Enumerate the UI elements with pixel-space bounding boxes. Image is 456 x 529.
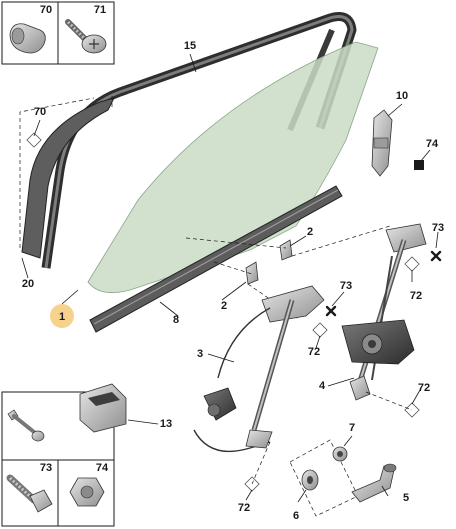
label-side-seal-fastener: 70 (34, 106, 46, 118)
nut-icon (69, 477, 105, 507)
label-rear-regulator: 4 (319, 380, 326, 392)
window-switch (79, 383, 127, 433)
label-roller: 6 (293, 510, 299, 522)
label-screw-box: 71 (94, 4, 106, 16)
waist-seal (89, 185, 343, 333)
front-window-regulator (193, 285, 325, 453)
bolt-icon (6, 474, 53, 513)
label-run-channel: 15 (184, 40, 196, 52)
fastener-box-bottom: 72 73 74 (1, 391, 115, 527)
label-rivet-rear-top: 72 (410, 290, 422, 302)
label-nut-box: 74 (96, 462, 109, 474)
label-switch: 13 (160, 418, 172, 430)
rear-window-regulator (341, 223, 427, 401)
side-seal (21, 97, 115, 259)
clip-fastener-icon (9, 23, 46, 54)
label-rivet-rear-bottom: 72 (418, 382, 430, 394)
label-guide-rail: 10 (396, 90, 408, 102)
cross-marker-icon (325, 250, 442, 317)
label-bolt-rear-top: 73 (432, 222, 444, 234)
leader-lines (21, 53, 439, 503)
label-clip-fastener-box: 70 (40, 4, 52, 16)
label-front-regulator: 3 (197, 348, 203, 360)
side-seal-dash (19, 97, 95, 248)
clip (332, 446, 348, 462)
tag-square-icon (414, 160, 424, 170)
label-rivet-bottom: 72 (238, 502, 250, 514)
crank-handle (351, 463, 397, 503)
label-bolt-front-top: 73 (340, 280, 352, 292)
rivet-icon (7, 409, 45, 442)
glass-highlight-badge (50, 304, 74, 328)
label-guide-rail-nut: 74 (426, 138, 439, 150)
screw-icon (65, 19, 107, 54)
label-waist-seal: 8 (173, 314, 179, 326)
label-bracket-upper: 2 (307, 226, 313, 238)
label-side-seal: 20 (22, 278, 34, 290)
label-glass: 1 (59, 311, 65, 323)
label-clip: 7 (349, 422, 355, 434)
roller (301, 469, 319, 491)
fastener-box-top: 70 71 (1, 1, 115, 65)
glass-bracket (245, 239, 293, 285)
label-bracket-lower: 2 (221, 300, 227, 312)
label-rivet-front-top: 72 (308, 346, 320, 358)
label-crank-handle: 5 (403, 492, 409, 504)
guide-rail (371, 109, 393, 177)
label-bolt-box: 73 (40, 462, 52, 474)
window-glass (87, 41, 379, 294)
callout-labels: 15 70 10 74 2 2 73 73 72 72 3 4 72 13 7 … (22, 40, 444, 522)
